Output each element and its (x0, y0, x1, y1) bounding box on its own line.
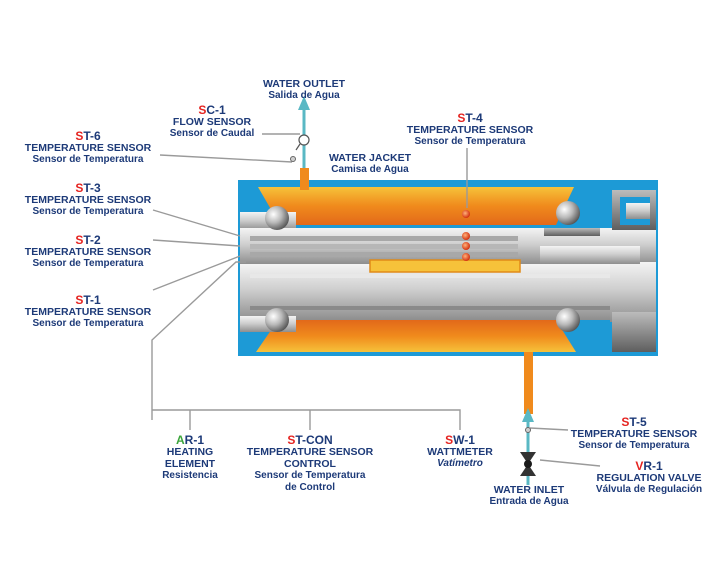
water-inlet-label: WATER INLET Entrada de Agua (489, 484, 569, 507)
water-outlet-label: WATER OUTLET Salida de Agua (262, 78, 346, 101)
st6-label: ST-6 TEMPERATURE SENSOR Sensor de Temper… (24, 129, 152, 165)
heat-zone-bottom (256, 320, 576, 352)
inlet-pipe (520, 352, 536, 485)
seal-ball (265, 206, 289, 230)
st4-sensor-tip (462, 210, 470, 218)
seal-ball (265, 308, 289, 332)
seal-ball (556, 201, 580, 225)
st1-label: ST-1 TEMPERATURE SENSOR Sensor de Temper… (24, 293, 152, 329)
heat-zone-top (258, 187, 574, 225)
st3-sensor-tip (462, 232, 470, 240)
water-jacket-label: WATER JACKET Camisa de Agua (328, 152, 412, 175)
heating-element-rod (369, 259, 521, 273)
sc1-label: SC-1 FLOW SENSOR Sensor de Caudal (169, 103, 255, 139)
st5-label: ST-5 TEMPERATURE SENSOR Sensor de Temper… (570, 415, 698, 451)
st2-sensor-tip (462, 242, 470, 250)
sw1-label: SW-1 WATTMETER Vatímetro (427, 433, 493, 469)
stcon-label: ST-CON TEMPERATURE SENSOR CONTROL Sensor… (246, 433, 374, 493)
flow-sensor-icon (298, 134, 310, 146)
st1-sensor-tip (462, 253, 470, 261)
ar1-label: AR-1 HEATING ELEMENT Resistencia (162, 433, 218, 481)
vr1-label: VR-1 REGULATION VALVE Válvula de Regulac… (595, 459, 703, 495)
st2-label: ST-2 TEMPERATURE SENSOR Sensor de Temper… (24, 233, 152, 269)
steel-body (240, 190, 656, 352)
st3-label: ST-3 TEMPERATURE SENSOR Sensor de Temper… (24, 181, 152, 217)
outlet-pipe (290, 96, 310, 190)
seal-ball (556, 308, 580, 332)
leader-lines (151, 133, 601, 467)
regulation-valve-icon (520, 452, 536, 464)
st4-label: ST-4 TEMPERATURE SENSOR Sensor de Temper… (406, 111, 534, 147)
